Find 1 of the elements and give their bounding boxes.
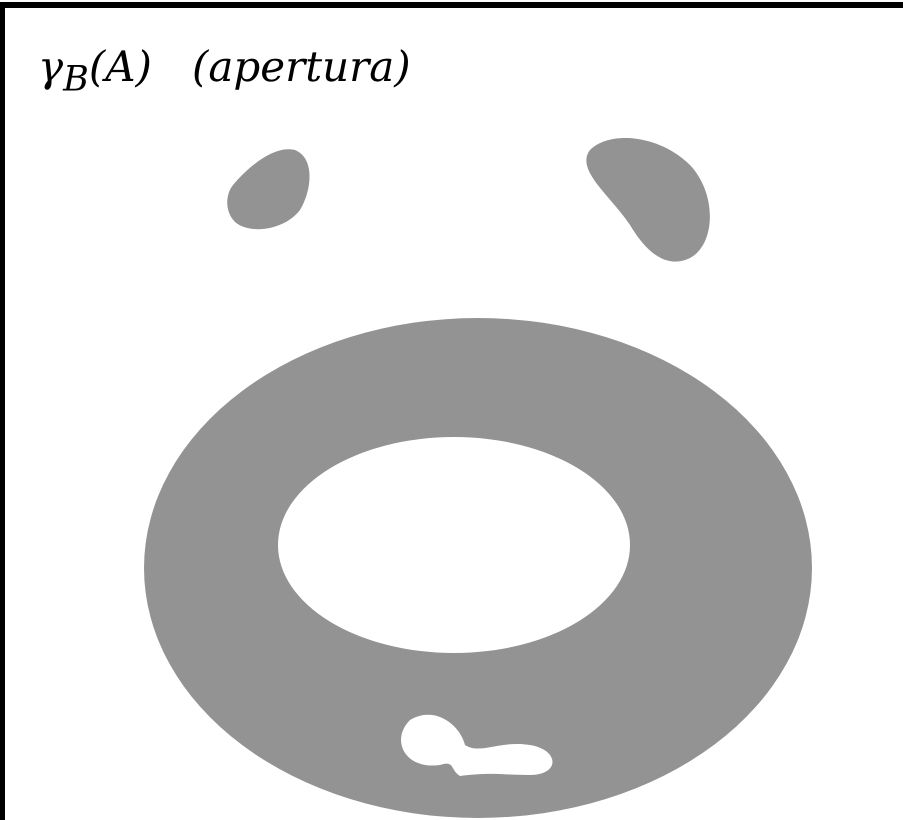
title: γ$_{B}$(A) (apertura) <box>38 42 411 100</box>
